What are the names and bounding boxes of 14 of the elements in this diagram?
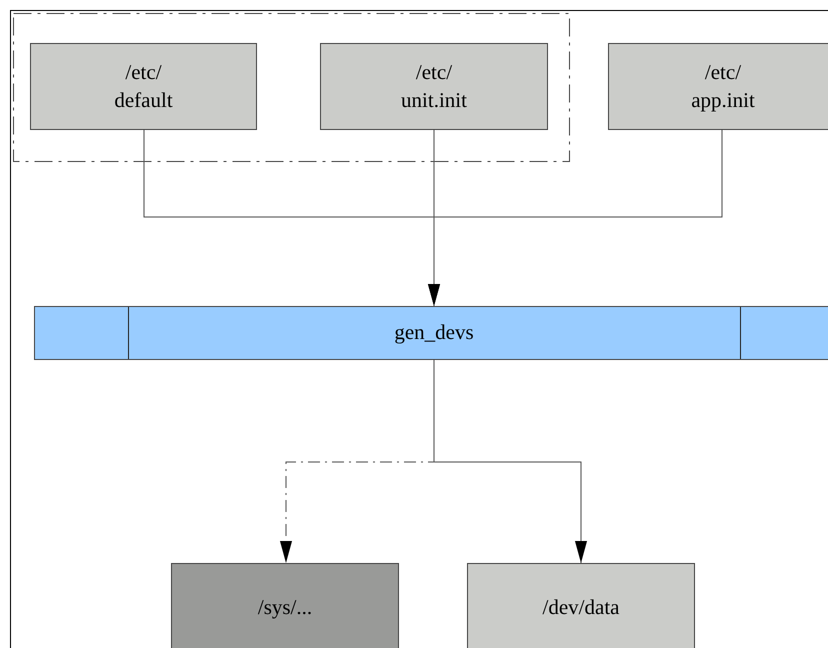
node-label: /etc/ unit.init bbox=[401, 59, 467, 114]
dashed-group-frame bbox=[13, 13, 570, 162]
process-bar bbox=[34, 306, 828, 360]
file-box bbox=[608, 43, 828, 130]
file-box bbox=[467, 563, 695, 648]
node-label: gen_devs bbox=[394, 319, 474, 346]
node-label: /etc/ app.init bbox=[691, 59, 755, 114]
file-box bbox=[30, 43, 257, 130]
file-box bbox=[171, 563, 399, 648]
file-box bbox=[320, 43, 548, 130]
connector-arrow bbox=[428, 130, 722, 306]
node-label: /dev/data bbox=[542, 594, 620, 622]
node-label: /sys/... bbox=[258, 594, 312, 622]
node-label: /etc/ default bbox=[114, 59, 173, 114]
